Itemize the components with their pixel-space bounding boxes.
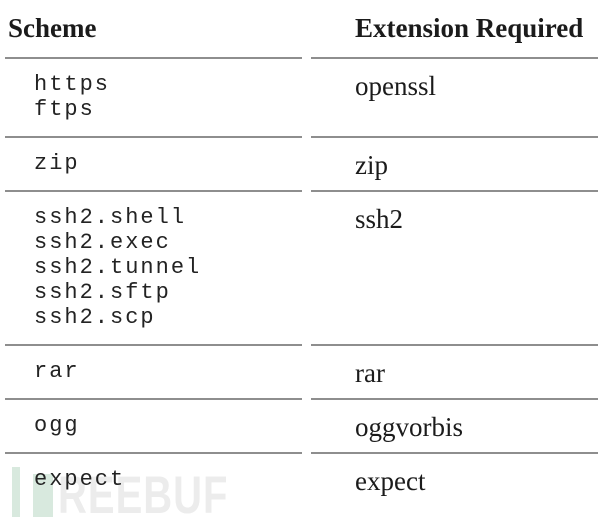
table-header-row: Scheme Extension Required (5, 0, 598, 57)
scheme-cell: rar (5, 344, 302, 398)
scheme-cell: ogg (5, 398, 302, 452)
scheme-cell: expect (5, 452, 302, 506)
scheme-value: expect (34, 467, 126, 492)
extension-cell: ssh2 (311, 190, 598, 344)
extension-cell: rar (311, 344, 598, 398)
scheme-value: ogg (34, 413, 80, 438)
scheme-value: ssh2.exec (34, 230, 171, 255)
scheme-value: ssh2.shell (34, 205, 187, 230)
scheme-value: zip (34, 151, 80, 176)
column-header-extension: Extension Required (355, 13, 584, 43)
scheme-value: https (34, 72, 111, 97)
scheme-value: rar (34, 359, 80, 384)
table-row: ogg oggvorbis (5, 398, 598, 452)
scheme-value: ftps (34, 97, 95, 122)
scheme-cell: zip (5, 136, 302, 190)
table-row: expect expect (5, 452, 598, 506)
scheme-value: ssh2.sftp (34, 280, 171, 305)
extension-cell: expect (311, 452, 598, 506)
table-row: zip zip (5, 136, 598, 190)
column-header-scheme: Scheme (8, 13, 97, 43)
scheme-value: ssh2.tunnel (34, 255, 202, 280)
extension-cell: openssl (311, 57, 598, 136)
extension-cell: oggvorbis (311, 398, 598, 452)
scheme-value: ssh2.scp (34, 305, 156, 330)
extension-cell: zip (311, 136, 598, 190)
table-row: rar rar (5, 344, 598, 398)
